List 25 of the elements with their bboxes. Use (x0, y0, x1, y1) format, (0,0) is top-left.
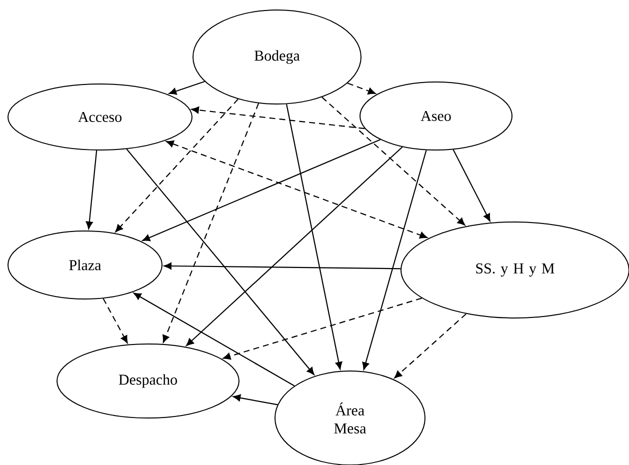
arrow (133, 292, 295, 386)
ellipse-node: Aseo (360, 82, 512, 150)
arrow (162, 103, 260, 343)
arrow (394, 313, 466, 378)
arrow (142, 139, 381, 242)
arrow (452, 149, 490, 222)
arrow (347, 82, 376, 94)
arrow (86, 150, 98, 230)
arrow (126, 148, 314, 375)
arrow (164, 262, 401, 270)
ellipse-node: Acceso (8, 84, 192, 150)
arrow (186, 146, 403, 346)
arrow (222, 298, 422, 360)
arrow (166, 140, 428, 239)
arrow (232, 394, 278, 406)
arrow (191, 106, 365, 130)
arrow (362, 150, 427, 370)
arrow (286, 104, 342, 370)
arrow (322, 96, 466, 226)
arrow (115, 98, 238, 232)
ellipse-node: Bodega (192, 10, 362, 104)
ellipse-node: Despacho (56, 344, 240, 418)
arrow (102, 298, 128, 344)
arrow (168, 81, 205, 95)
ellipse-node: Plaza (8, 230, 162, 300)
